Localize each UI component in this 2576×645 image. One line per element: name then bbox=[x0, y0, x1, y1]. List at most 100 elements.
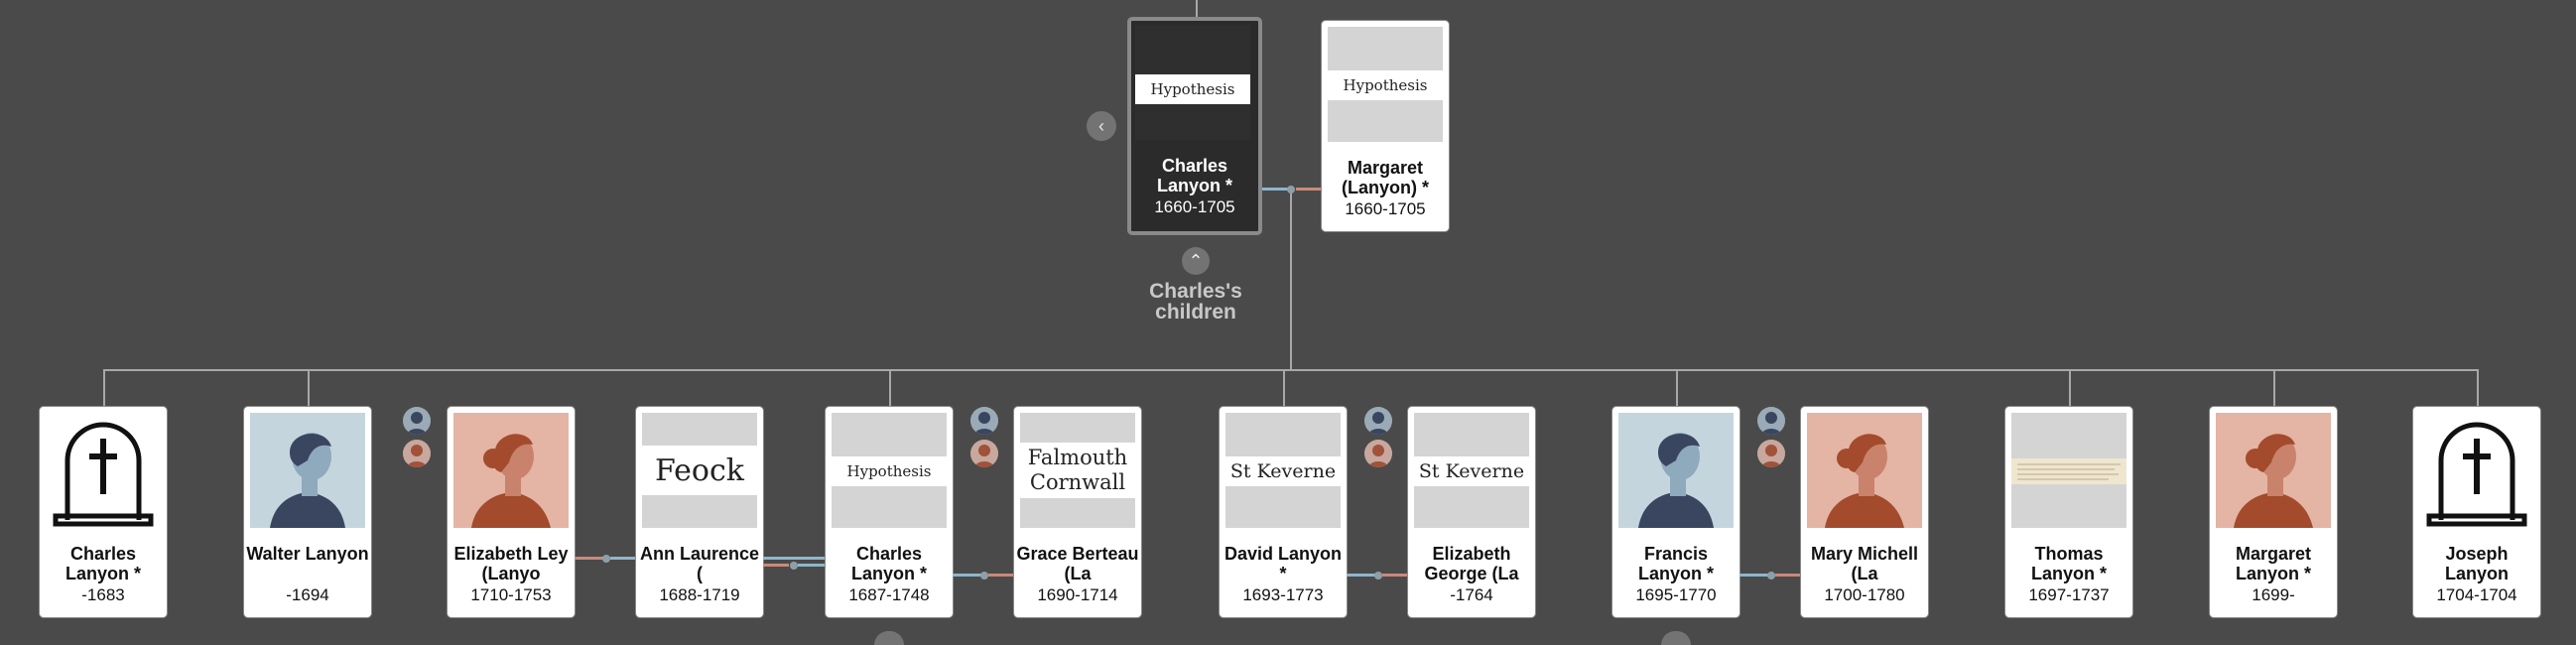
child-years: 1688-1719 bbox=[659, 585, 740, 604]
collapse-children-button[interactable]: ⌃ bbox=[1182, 247, 1210, 275]
spouse-toggle-male-icon[interactable] bbox=[970, 407, 998, 435]
hypothesis-thumbnail: Hypothesis bbox=[832, 413, 947, 528]
spouse-link bbox=[1739, 574, 1769, 577]
tree-line-top bbox=[1196, 0, 1198, 18]
male-avatar-icon bbox=[1618, 413, 1734, 528]
children-label: Charles's children bbox=[1149, 280, 1242, 323]
child-name: Margaret Lanyon * bbox=[2235, 544, 2312, 583]
child-years: 1695-1770 bbox=[1635, 585, 1717, 604]
spouse-toggle-male-icon[interactable] bbox=[1364, 407, 1392, 435]
spouse-link-dot bbox=[1374, 572, 1382, 580]
child-card[interactable]: Hypothesis Charles Lanyon * 1687-1748 bbox=[826, 407, 953, 617]
female-avatar-icon bbox=[2216, 413, 2331, 528]
spouse-toggle-male-icon[interactable] bbox=[403, 407, 431, 435]
child-years: -1683 bbox=[81, 585, 125, 604]
place-thumbnail: Feock bbox=[642, 413, 757, 528]
previous-generation-button[interactable]: ‹ bbox=[1087, 111, 1116, 141]
headstone-icon bbox=[46, 413, 161, 528]
spouse-toggle-female-icon[interactable] bbox=[1364, 440, 1392, 467]
tree-line-children-bar bbox=[103, 369, 2479, 371]
child-years: 1699- bbox=[2252, 585, 2295, 604]
child-name: Elizabeth George (La bbox=[1424, 544, 1519, 583]
tree-drop-5 bbox=[1676, 369, 1678, 407]
child-name: Elizabeth Ley (Lanyo bbox=[453, 544, 569, 583]
tree-drop-7 bbox=[2273, 369, 2275, 407]
child-card[interactable]: Thomas Lanyon * 1697-1737 bbox=[2005, 407, 2132, 617]
tree-drop-2 bbox=[308, 369, 310, 407]
chevron-left-icon: ‹ bbox=[1098, 115, 1104, 136]
spouse-link bbox=[988, 574, 1014, 577]
thumbnail-label: St Keverne bbox=[1225, 456, 1341, 486]
child-years: 1690-1714 bbox=[1037, 585, 1118, 604]
couple-link-male bbox=[1262, 188, 1288, 191]
tree-drop-4 bbox=[1283, 369, 1285, 407]
person-card-selected[interactable]: Hypothesis Charles Lanyon * 1660-1705 bbox=[1128, 18, 1261, 234]
child-years: 1687-1748 bbox=[848, 585, 930, 604]
child-years: 1697-1737 bbox=[2028, 585, 2110, 604]
spouse-link bbox=[763, 557, 826, 560]
person-years: 1660-1705 bbox=[1154, 197, 1235, 216]
spouse-toggle-female-icon[interactable] bbox=[403, 440, 431, 467]
child-card[interactable]: Charles Lanyon * -1683 bbox=[40, 407, 167, 617]
child-name: Thomas Lanyon * bbox=[2030, 544, 2107, 583]
tree-drop-6 bbox=[2069, 369, 2071, 407]
child-years: 1710-1753 bbox=[470, 585, 552, 604]
child-card[interactable]: Francis Lanyon * 1695-1770 bbox=[1612, 407, 1739, 617]
spouse-toggle-male-icon[interactable] bbox=[1757, 407, 1785, 435]
headstone-icon bbox=[2419, 413, 2534, 528]
place-thumbnail: St Keverne bbox=[1414, 413, 1529, 528]
spouse-toggle-female-icon[interactable] bbox=[1757, 440, 1785, 467]
child-card[interactable]: Elizabeth Ley (Lanyo 1710-1753 bbox=[448, 407, 575, 617]
child-card[interactable]: St Keverne David Lanyon * 1693-1773 bbox=[1220, 407, 1347, 617]
spouse-link bbox=[1775, 574, 1801, 577]
expand-descendants-button[interactable] bbox=[1661, 631, 1691, 645]
child-name: David Lanyon * bbox=[1224, 544, 1343, 583]
spouse-thumbnail: Hypothesis bbox=[1328, 27, 1443, 142]
male-avatar-icon bbox=[250, 413, 365, 528]
spouse-toggle-female-icon[interactable] bbox=[970, 440, 998, 467]
thumbnail-label-line2: Cornwall bbox=[1029, 470, 1126, 494]
thumbnail-label: Hypothesis bbox=[832, 456, 947, 486]
person-thumbnail: Hypothesis bbox=[1135, 25, 1254, 140]
thumbnail-label: St Keverne bbox=[1414, 456, 1529, 486]
spouse-link-dot bbox=[1767, 572, 1775, 580]
couple-link-female bbox=[1296, 188, 1322, 191]
tree-drop-3 bbox=[889, 369, 891, 407]
tree-drop-8 bbox=[2477, 369, 2479, 407]
child-years: -1764 bbox=[1450, 585, 1493, 604]
child-name: Joseph Lanyon bbox=[2444, 544, 2509, 583]
spouse-card[interactable]: Hypothesis Margaret (Lanyon) * 1660-1705 bbox=[1322, 21, 1449, 231]
spouse-years: 1660-1705 bbox=[1345, 199, 1426, 218]
child-card[interactable]: Walter Lanyon -1694 bbox=[244, 407, 371, 617]
female-avatar-icon bbox=[453, 413, 569, 528]
spouse-link-dot bbox=[790, 562, 798, 570]
child-name: Grace Berteau (La bbox=[1016, 544, 1139, 583]
thumbnail-label-line1: Falmouth bbox=[1027, 446, 1128, 469]
child-name: Charles Lanyon * bbox=[64, 544, 141, 583]
child-card[interactable]: Feock Ann Laurence ( 1688-1719 bbox=[636, 407, 763, 617]
thumbnail-label: Hypothesis bbox=[1135, 74, 1250, 104]
expand-descendants-button[interactable] bbox=[874, 631, 904, 645]
spouse-link bbox=[1347, 574, 1376, 577]
spouse-link bbox=[953, 574, 982, 577]
child-card[interactable]: Mary Michell (La 1700-1780 bbox=[1801, 407, 1928, 617]
child-name: Walter Lanyon bbox=[246, 544, 369, 564]
tree-line-couple-down bbox=[1290, 189, 1292, 371]
thumbnail-label: Feock bbox=[642, 446, 757, 495]
child-card[interactable]: Joseph Lanyon 1704-1704 bbox=[2413, 407, 2540, 617]
tree-drop-1 bbox=[103, 369, 105, 407]
child-name: Francis Lanyon * bbox=[1637, 544, 1714, 583]
child-card[interactable]: St Keverne Elizabeth George (La -1764 bbox=[1408, 407, 1535, 617]
child-years: -1694 bbox=[286, 585, 329, 604]
child-years: 1704-1704 bbox=[2436, 585, 2517, 604]
spouse-link bbox=[575, 557, 604, 560]
chevron-up-icon: ⌃ bbox=[1188, 250, 1204, 271]
spouse-name: Margaret (Lanyon) * bbox=[1342, 158, 1429, 197]
child-card[interactable]: Margaret Lanyon * 1699- bbox=[2210, 407, 2337, 617]
person-name: Charles Lanyon * bbox=[1156, 156, 1232, 195]
spouse-link-dot bbox=[980, 572, 988, 580]
spouse-link bbox=[610, 557, 636, 560]
